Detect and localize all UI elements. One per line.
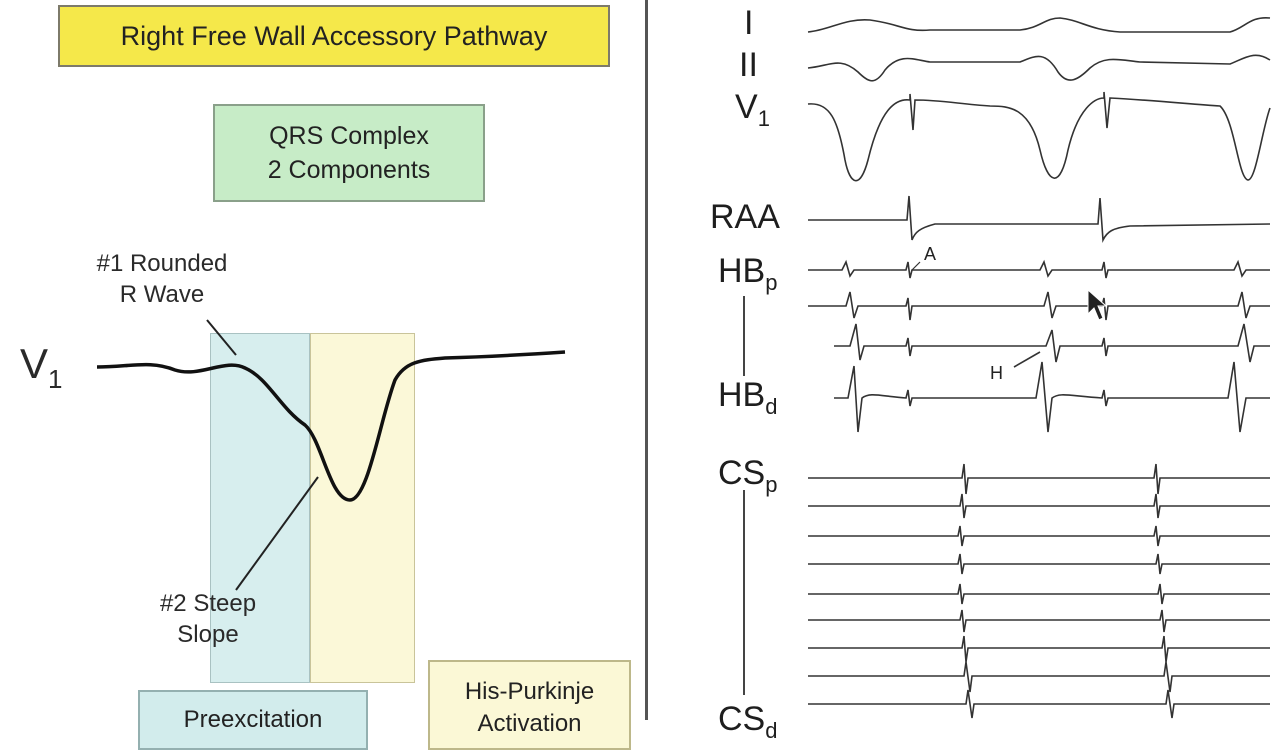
v1-label-main: V xyxy=(20,340,49,387)
lead-v1-sub: 1 xyxy=(757,106,770,131)
trace-hb-4 xyxy=(834,361,1270,433)
lead-hbd-main: HB xyxy=(718,376,766,414)
preexcitation-region xyxy=(210,333,310,683)
trace-lead-raa xyxy=(808,195,1271,243)
trace-cs-2 xyxy=(808,493,1270,519)
v1-waveform xyxy=(96,350,566,502)
v1-label-sub: 1 xyxy=(48,364,63,394)
lead-label-i: I xyxy=(744,4,754,42)
his-purkinje-region xyxy=(310,333,415,683)
slide-title: Right Free Wall Accessory Pathway xyxy=(58,5,610,67)
trace-cs-5 xyxy=(808,583,1270,605)
a-marker-pointer xyxy=(911,261,921,271)
trace-hb-2 xyxy=(808,291,1270,321)
left-diagram-svg xyxy=(96,319,566,591)
trace-cs-7 xyxy=(808,635,1270,663)
trace-lead-v1 xyxy=(807,91,1271,182)
tracings-svg xyxy=(743,17,1271,719)
trace-hb-1 xyxy=(808,259,1270,279)
mouse-cursor-icon xyxy=(1087,288,1108,321)
lead-label-hbp: HBp xyxy=(718,252,777,296)
lead-hbp-main: HB xyxy=(718,252,766,290)
lead-label-ii: II xyxy=(739,46,758,84)
trace-cs-8 xyxy=(808,661,1270,693)
v1-label-left: V1 xyxy=(20,340,62,395)
qrs-complex-box: QRS Complex 2 Components xyxy=(213,104,485,202)
trace-cs-4 xyxy=(808,553,1270,575)
trace-cs-3 xyxy=(808,525,1270,547)
lead-label-v1: V1 xyxy=(735,88,770,132)
lead-hbd-sub: d xyxy=(765,394,778,419)
lead-hbp-sub: p xyxy=(765,270,778,295)
h-marker-pointer xyxy=(1013,351,1041,368)
lead-label-hbd: HBd xyxy=(718,376,777,420)
panel-divider xyxy=(645,0,648,720)
marker-a: A xyxy=(924,244,937,264)
lead-v1-main: V xyxy=(735,88,758,126)
trace-lead-i xyxy=(807,17,1271,33)
lead-csp-main: CS xyxy=(718,454,766,492)
annotation-steep-slope: #2 Steep Slope xyxy=(159,590,257,648)
pointer-line-steep-slope xyxy=(235,476,319,591)
marker-h: H xyxy=(990,363,1003,383)
pointer-line-r-wave xyxy=(206,319,237,356)
lead-csd-sub: d xyxy=(765,718,778,743)
annotation-rounded-r-wave: #1 Rounded R Wave xyxy=(96,250,228,308)
trace-hb-3 xyxy=(834,323,1270,363)
trace-lead-ii xyxy=(807,54,1271,82)
lead-csp-sub: p xyxy=(765,472,778,497)
trace-cs-1 xyxy=(808,463,1270,495)
lead-label-raa: RAA xyxy=(710,198,780,236)
trace-cs-9 xyxy=(808,689,1270,719)
trace-cs-6 xyxy=(808,609,1270,633)
lead-label-csp: CSp xyxy=(718,454,777,498)
